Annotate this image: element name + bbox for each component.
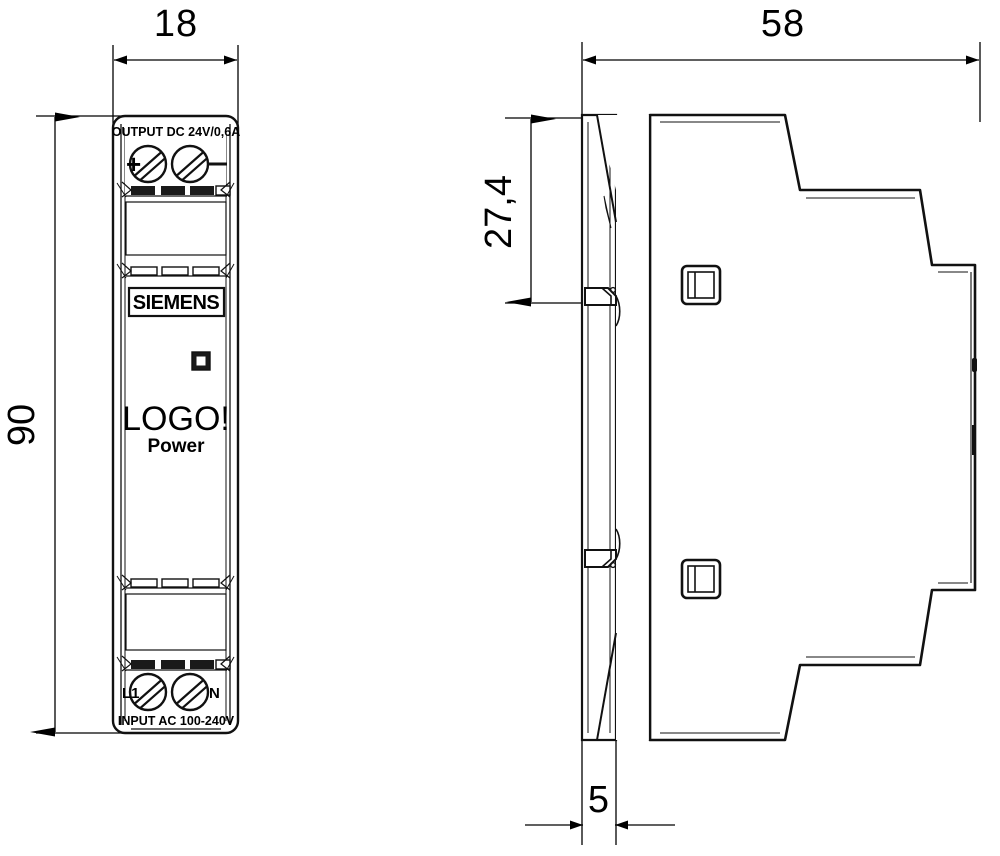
dimension-depth-58: 58: [581, 3, 981, 122]
brand-label: SIEMENS: [133, 292, 220, 314]
brand-plate-border: [127, 286, 226, 318]
din-rail-latch-top: [584, 286, 621, 327]
dimension-label-18: 18: [154, 3, 198, 45]
top-chamfer-tip: [603, 195, 612, 229]
latch-bottom-spring: [615, 528, 621, 560]
input-terminal-block: L1 N INPUT AC 100-240V: [118, 672, 235, 730]
status-led-window: [196, 356, 206, 366]
output-rating-label: OUTPUT DC 24V/0,6A: [112, 125, 241, 139]
lower-blank-panel: [125, 593, 227, 651]
latch-bottom-pivot: [609, 561, 617, 569]
input-terminal-l1-label: L1: [122, 685, 140, 702]
plate-housing-gap: [616, 115, 650, 740]
dimension-label-274: 27,4: [478, 175, 520, 249]
brand-plate: SIEMENS: [127, 286, 226, 318]
din-rail-latch-bottom: [584, 528, 621, 569]
dimension-label-5: 5: [588, 779, 610, 821]
input-terminal-n-label: N: [209, 685, 220, 702]
dimension-clip-thickness-5: 5: [525, 730, 675, 845]
side-housing-inner-contour: [660, 121, 968, 734]
latch-top-detail: [601, 287, 612, 305]
input-rating-label: INPUT AC 100-240V: [118, 714, 235, 728]
dimension-label-58: 58: [761, 3, 805, 45]
latch-top-pivot: [609, 286, 617, 294]
clamp-bar-bottom: [116, 655, 235, 672]
right-face-notch-mid: [972, 425, 976, 455]
housing-mark-top-inner: [687, 271, 715, 299]
output-terminal-block: OUTPUT DC 24V/0,6A +: [112, 120, 241, 196]
upper-blank-panel: [125, 201, 227, 256]
product-name-label: LOGO!: [122, 400, 230, 438]
side-housing-outline: [648, 113, 977, 742]
top-chamfer-fill: [582, 115, 616, 190]
latch-bottom-detail: [601, 550, 612, 568]
housing-mark-bottom: [680, 558, 722, 600]
right-face-notch-upper: [972, 358, 977, 372]
dimension-label-90: 90: [1, 404, 43, 446]
top-chamfer-edge: [596, 114, 617, 223]
dimension-rail-offset-274: 27,4: [478, 114, 640, 307]
dimension-width-18: 18: [112, 3, 239, 125]
clamp-bar-top: [116, 181, 235, 198]
status-led: [191, 351, 211, 371]
side-view: [580, 113, 977, 742]
clamp-bar-lower-mid: [116, 574, 235, 591]
dimension-height-90: 90: [1, 112, 122, 737]
front-view: OUTPUT DC 24V/0,6A +: [112, 114, 241, 735]
mounting-plate: [580, 113, 618, 742]
polarity-plus-label: +: [126, 149, 141, 179]
clamp-bar-upper-mid: [116, 262, 235, 279]
housing-mark-top: [680, 264, 722, 306]
product-sub-label: Power: [147, 436, 205, 457]
latch-top-spring: [615, 295, 621, 327]
bottom-chamfer-edge: [596, 632, 617, 741]
housing-mark-bottom-inner: [687, 565, 715, 593]
